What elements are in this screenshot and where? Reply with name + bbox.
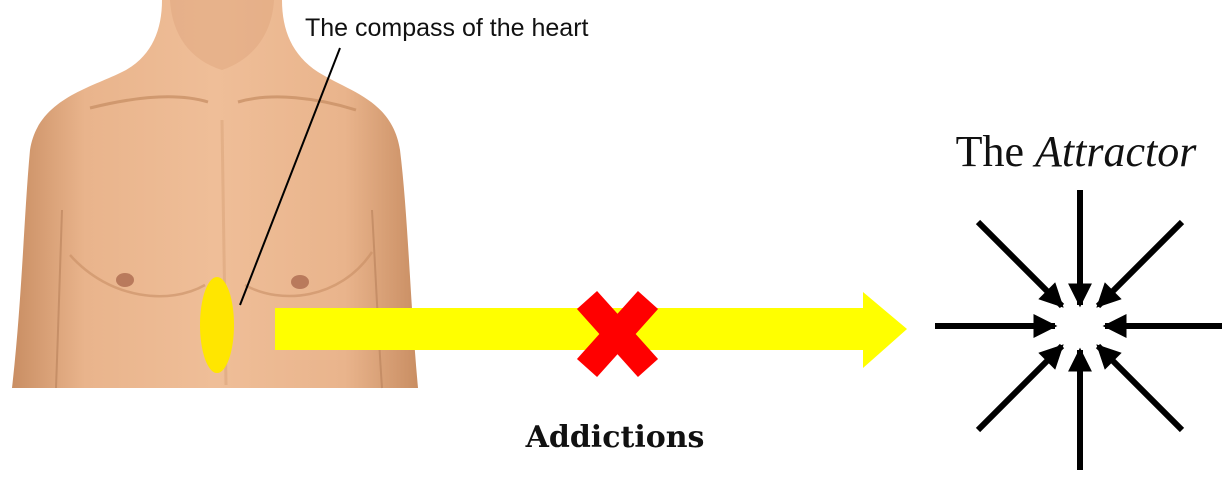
heart-compass-oval xyxy=(200,277,234,373)
attractor-arrow-top-right xyxy=(1098,222,1182,306)
attractor-title: The Attractor xyxy=(956,127,1198,176)
yellow-arrow-shaft xyxy=(275,308,863,350)
attractor-converging-arrows-icon xyxy=(935,190,1222,470)
addictions-label: Addictions xyxy=(525,420,705,455)
attractor-arrow-bottom-right xyxy=(1098,346,1182,430)
attractor-arrow-top-left xyxy=(978,222,1062,306)
attractor-title-emphasis: Attractor xyxy=(1032,127,1197,176)
attractor-title-prefix: The xyxy=(956,127,1035,176)
yellow-arrow-head xyxy=(863,292,907,368)
compass-label: The compass of the heart xyxy=(305,14,589,42)
right-nipple xyxy=(291,275,309,289)
left-nipple xyxy=(116,273,134,287)
attractor-arrow-bottom-left xyxy=(978,346,1062,430)
